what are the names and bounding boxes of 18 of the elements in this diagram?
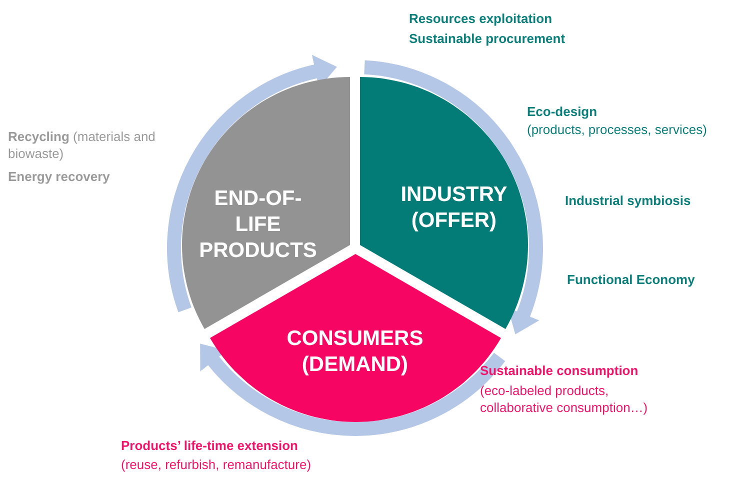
annotation-text: Functional Economy (567, 271, 696, 288)
annotation-text: Industrial symbiosis (565, 192, 692, 209)
segment-label: INDUSTRY (OFFER) (400, 182, 508, 234)
curved-arrow (364, 60, 543, 335)
annotation-text: Resources exploitation (409, 10, 554, 27)
annotation-text: Recycling (materials and biowaste) (8, 128, 156, 162)
curved-arrow (167, 55, 337, 312)
annotation-text: (eco-labeled products, collaborative consumption…) (480, 382, 649, 416)
annotation-text: Energy recovery (8, 168, 111, 185)
annotation-text: Sustainable consumption (480, 362, 640, 379)
annotation-text: Eco-design (527, 103, 598, 120)
annotation-text: (reuse, refurbish, remanufacture) (121, 456, 312, 473)
annotation-text: Products’ life-time extension (121, 437, 299, 454)
annotation-text: Sustainable procurement (409, 30, 566, 47)
segment-label: END-OF-LIFE PRODUCTS (198, 186, 318, 264)
segment-label: CONSUMERS (DEMAND) (286, 326, 424, 378)
curved-arrow (199, 344, 505, 436)
annotation-text: (products, processes, services) (527, 121, 708, 138)
